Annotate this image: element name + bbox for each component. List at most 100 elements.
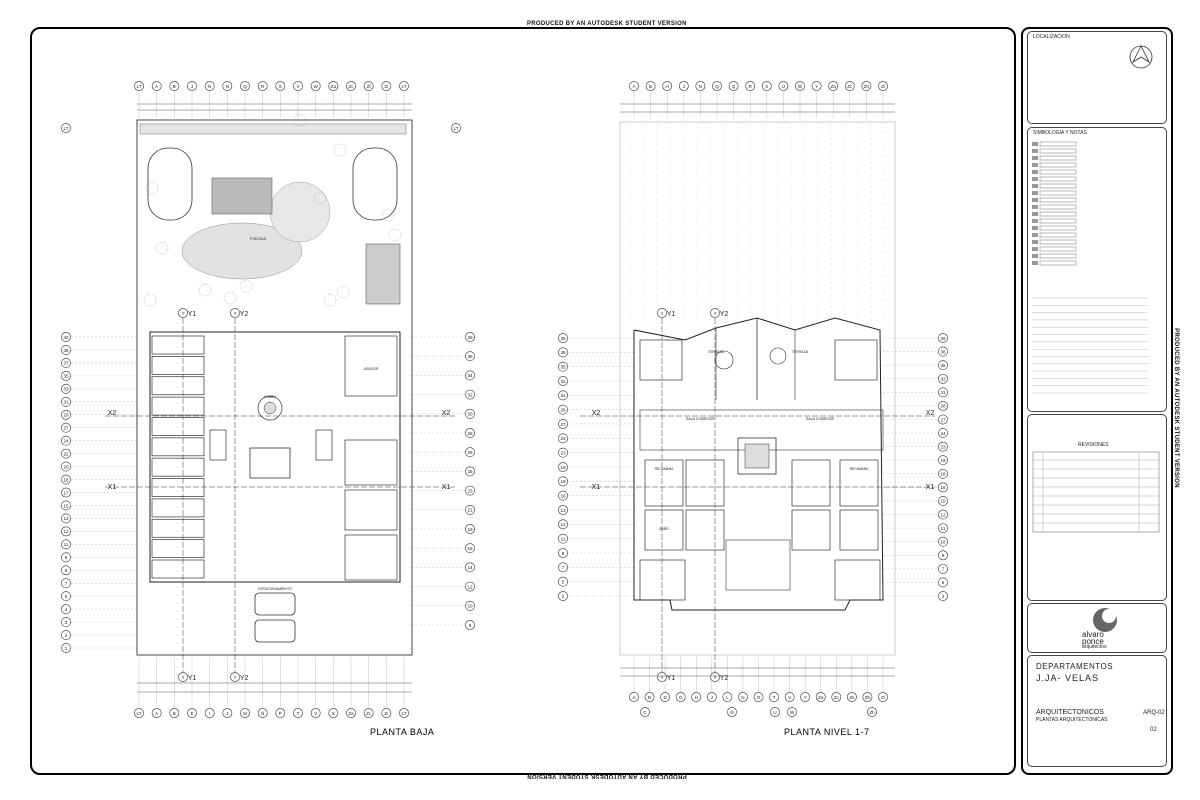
brand-name-3: arquitectos: [1082, 644, 1107, 650]
ground-grid-right-label: 6: [469, 623, 472, 628]
typical-grid-right-label: 39: [940, 336, 946, 341]
typical-axis-y2-label-b: Y2: [720, 675, 729, 682]
ground-grid-top-bubble: [328, 81, 339, 91]
ground-storage-cell: [151, 335, 205, 355]
ground-grid-left-bubble: [61, 435, 71, 446]
typical-grid-right-label: 15: [940, 499, 946, 504]
ground-grid-bottom-label: LT: [401, 711, 406, 716]
typical-grid-right-label: 5: [942, 580, 945, 585]
ground-storage-cell: [151, 478, 205, 497]
typical-grid-top-label: S: [765, 84, 768, 89]
typical-grid-bottom-label: B: [648, 695, 651, 700]
legend-swatch: [1032, 156, 1038, 160]
ground-grid-right-bubble: [465, 408, 475, 419]
ground-grid-right-label: 30: [467, 412, 473, 417]
watermark-right: PRODUCED BY AN AUTODESK STUDENT VERSION: [1172, 328, 1179, 488]
ground-fountain-core: [263, 401, 277, 415]
typical-grid-top-label: Q: [715, 84, 719, 89]
legend-entry: [1039, 225, 1077, 231]
typical-grid-top-bubble: [828, 81, 839, 91]
typical-grid-top-bubble: [678, 81, 689, 91]
typical-floor-label: PLANTA NIVEL 1-7: [784, 727, 870, 737]
ground-grid-left-bubble: [61, 358, 71, 368]
typical-grid-bottom2-bubble: [640, 707, 650, 717]
ground-grid-bottom-bubble: [187, 708, 197, 718]
typical-grid-right-bubble: [938, 333, 948, 343]
ground-storage-cell: [151, 417, 205, 436]
typical-grid-bottom-label: G: [679, 695, 683, 700]
typical-grid-bottom-bubble: [722, 692, 733, 702]
ground-car-icon: [254, 592, 296, 616]
ground-grid-left-label: 12: [63, 529, 69, 534]
typical-grid-right-bubble: [938, 482, 948, 493]
ground-grid-right-bubble: [465, 620, 475, 630]
legend-entry: [1039, 169, 1077, 175]
ground-grid-lt-bubble: [451, 123, 461, 133]
ground-grid-top-label: J: [191, 84, 193, 89]
ground-room-right: [344, 534, 398, 581]
typical-grid-top-label: A: [632, 84, 636, 89]
typical-grid-bottom2-label: C: [643, 710, 647, 715]
ground-grid-left-label: 8: [65, 568, 68, 573]
ground-grid-bottom-bubble: [151, 708, 162, 718]
typical-grid-bottom-bubble: [769, 692, 779, 702]
ground-grid-left-bubble: [61, 565, 71, 576]
ground-axis-x2-right: X2: [442, 410, 451, 417]
typical-room-corner: [639, 339, 683, 381]
typical-grid-left-bubble: [558, 576, 568, 587]
typical-grid-right-label: 16: [940, 485, 946, 490]
ground-storage-cell: [151, 437, 205, 457]
ground-grid-bottom-bubble: [275, 708, 286, 718]
ground-grid-bottom-label: I: [209, 711, 210, 716]
typical-grid-left-label: 35: [560, 364, 566, 369]
typical-bedroom: [791, 459, 831, 507]
typical-grid-bottom-bubble: [878, 692, 888, 702]
ground-grid-top-bubble: [187, 81, 197, 91]
brand-panel: [1027, 603, 1167, 653]
ground-grid-bottom-bubble: [346, 708, 356, 718]
ground-grid-left-label: 29: [63, 413, 69, 418]
typical-grid-right-label: 24: [940, 431, 946, 436]
ground-grid-right-label: 34: [467, 373, 473, 378]
typical-axis-y2-label: Y2: [720, 311, 729, 318]
ground-elevator-core: [249, 447, 291, 479]
legend-entry: [1039, 218, 1077, 224]
typical-elevator: [744, 443, 770, 469]
typical-grid-bottom-label: Y: [804, 695, 807, 700]
ground-grid-left-label: 17: [63, 490, 69, 495]
typical-grid-right-bubble: [938, 428, 948, 438]
ground-grid-left-label: 11: [64, 542, 69, 547]
legend-entry: [1039, 211, 1077, 217]
ground-grid-left-bubble: [61, 332, 71, 342]
legend-swatch: [1032, 254, 1038, 258]
typical-grid-left-bubble: [558, 361, 568, 372]
typical-room-recamara-2: RECAMARA: [850, 467, 869, 471]
typical-grid-bottom-bubble: [738, 692, 748, 702]
typical-grid-left-label: 16: [560, 493, 566, 498]
ground-grid-top-bubble: [399, 81, 409, 91]
ground-axis-y1-bot-bubble: [178, 672, 188, 682]
ground-grid-top-bubble: [240, 81, 250, 91]
typical-grid-right-bubble: [938, 563, 948, 574]
typical-room-bano: BAÑO: [659, 526, 669, 531]
legend-entry: [1039, 148, 1077, 154]
typical-grid-left-label: 7: [562, 565, 565, 570]
ground-grid-top-bubble: [310, 81, 321, 91]
typical-grid-bottom-label: H: [695, 695, 698, 700]
legend-swatch: [1032, 233, 1038, 237]
ground-axis-y1-top-label: Y: [181, 311, 184, 316]
ground-axis-x1-right: X1: [442, 484, 451, 491]
ground-axis-y2-bot-bubble: [230, 672, 240, 682]
typical-grid-right-label: 35: [940, 363, 946, 368]
ground-storage-cell: [151, 559, 205, 579]
typical-grid-top-label: Zi: [881, 84, 885, 89]
ground-grid-top-label: Za: [331, 84, 337, 89]
typical-grid-bottom-label: T: [773, 695, 776, 700]
typical-elevator-core: [737, 437, 777, 475]
ground-room-asador-label: ASADOR: [364, 367, 379, 371]
revision-table-frame: [1032, 451, 1160, 533]
ground-tree-icon: [155, 241, 169, 255]
typical-grid-left-bubble: [558, 376, 568, 386]
ground-grid-left-bubble: [61, 370, 71, 381]
